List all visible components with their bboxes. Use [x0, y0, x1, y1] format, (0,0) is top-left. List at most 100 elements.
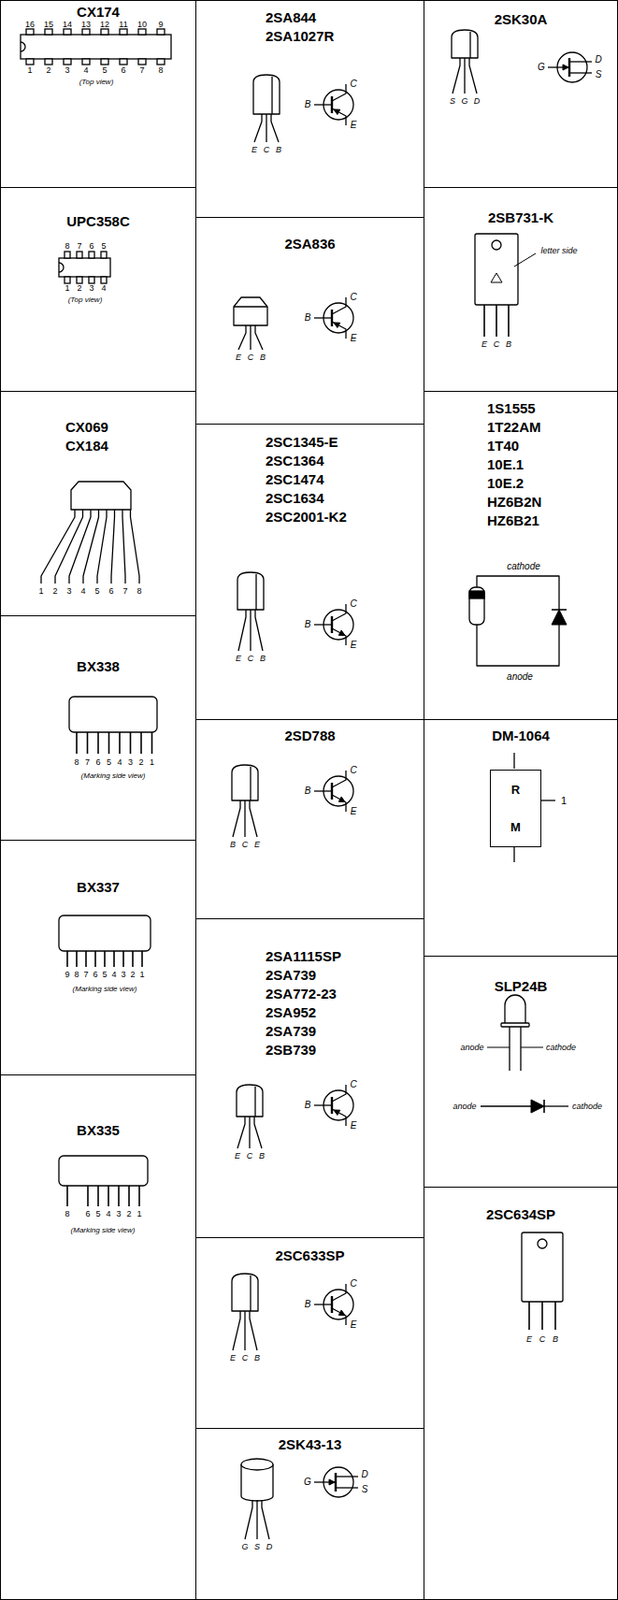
title-wrap: DM-1064 [424, 726, 618, 746]
module-lead [513, 846, 515, 863]
pin-label: (Top view) [68, 296, 103, 304]
pin-label: G [303, 1477, 312, 1487]
channel-bar [568, 57, 571, 77]
transistor-lead [248, 1116, 250, 1149]
ic-notch [20, 42, 26, 52]
ic-body [69, 696, 158, 733]
pin-label: C [246, 1151, 254, 1161]
title-wrap: 2SC634SP [424, 1205, 618, 1224]
ic-lead [118, 732, 121, 754]
ic-lead [83, 509, 100, 584]
pin-label: B [304, 1299, 312, 1309]
pin-label: 4 [116, 758, 122, 767]
emitter-arrow [338, 1309, 345, 1315]
pin-label: anode [459, 1043, 484, 1052]
ic-lead [130, 509, 141, 584]
pin-label: C [539, 1335, 547, 1344]
pin-label: E [350, 1121, 358, 1131]
ic-lead [113, 950, 115, 967]
pin-label: 3 [88, 284, 94, 293]
pin-label: 3 [120, 970, 126, 979]
source-lead [569, 71, 592, 73]
transistor-lead [244, 1310, 245, 1351]
body-edge [249, 1275, 251, 1311]
pin-label: S [449, 97, 456, 106]
transistor-lead [265, 114, 267, 143]
part-cell: DM-1064RM [423, 718, 618, 957]
pin-label: 8 [158, 66, 163, 75]
pin-label: 9 [64, 970, 70, 979]
pin-label: 4 [100, 284, 106, 293]
led-flange [501, 1022, 530, 1027]
part-number: 2SK30A [494, 10, 548, 29]
transistor-lead [463, 57, 465, 94]
part-number: 2SA836 [284, 234, 335, 254]
emitter-arrow [333, 109, 341, 115]
pin-label: E [229, 1353, 236, 1363]
body-edge [271, 76, 273, 115]
pin-label: (Marking side view) [71, 1226, 136, 1235]
ic-lead [86, 1185, 89, 1207]
pin-label: 5 [94, 587, 100, 596]
diode-bar [551, 608, 567, 611]
emitter-arrow [333, 322, 341, 328]
ic-pin [138, 58, 146, 65]
pin-label: C [349, 292, 357, 302]
pin-label: 2 [45, 66, 51, 75]
part-cell: BX337 [0, 839, 197, 1076]
ic-lead [128, 1185, 130, 1207]
pin-label: B [505, 340, 512, 349]
module-lead [540, 799, 556, 801]
title-wrap: SLP24B [424, 977, 618, 996]
ic-lead [138, 1185, 141, 1207]
drain-lead [569, 60, 592, 62]
leader-line [487, 1047, 510, 1049]
transistor-lead [271, 114, 279, 143]
ic-pin [76, 276, 83, 284]
collector-lead [331, 770, 346, 788]
gate-arrow [562, 64, 569, 71]
base-bar [330, 96, 333, 114]
title-wrap: 2SK30A [424, 10, 618, 29]
ic-pin [26, 58, 34, 65]
pin-label: B [275, 145, 282, 155]
pin-label: (Top view) [79, 78, 115, 87]
part-cell: UPC358C [0, 186, 197, 392]
channel-bar [334, 1472, 337, 1492]
collector-lead [331, 84, 346, 101]
module-letter: R [511, 782, 520, 797]
pin-label: cathode [506, 561, 541, 572]
transistor-lead [249, 1310, 258, 1351]
pin-label: 6 [95, 758, 101, 767]
ic-lead [122, 950, 125, 967]
ic-pin [82, 58, 90, 65]
emitter-lead [331, 1108, 346, 1126]
title-wrap: 2SA844 2SA1027R [196, 8, 424, 46]
mount-hole [537, 1238, 547, 1249]
transistor-lead [232, 800, 241, 837]
part-cell: BX335 [0, 1074, 197, 1600]
pin-label: C [349, 765, 357, 776]
pin-label: 6 [108, 587, 114, 596]
part-cell: 2SC1345-E 2SC1364 2SC1474 2SC1634 2SC200… [195, 423, 425, 720]
pin-label: 7 [83, 970, 88, 979]
title-wrap: CX069 CX184 [0, 417, 196, 456]
title-wrap: CX174 [0, 2, 196, 22]
part-number: 2SA1115SP 2SA739 2SA772-23 2SA952 2SA739… [265, 947, 355, 1060]
leader-line [514, 253, 536, 267]
pin-label: 6 [85, 1209, 90, 1219]
title-wrap: 1S1555 1T22AM 1T40 10E.1 10E.2 HZ6B2N HZ… [424, 399, 618, 531]
ic-pin [100, 276, 107, 284]
ic-pin [100, 251, 107, 259]
ic-lead [141, 950, 144, 967]
pin-label: 3 [66, 587, 72, 596]
pin-label: E [234, 1151, 241, 1161]
base-bar [330, 1096, 333, 1114]
ic-pin [157, 58, 165, 65]
drain-lead [335, 1475, 359, 1477]
body-edge [249, 766, 251, 801]
title-wrap: 2SD788 [196, 726, 424, 746]
leader-line [520, 1047, 544, 1049]
ic-pin [44, 58, 53, 65]
transistor-lead [541, 1301, 544, 1330]
